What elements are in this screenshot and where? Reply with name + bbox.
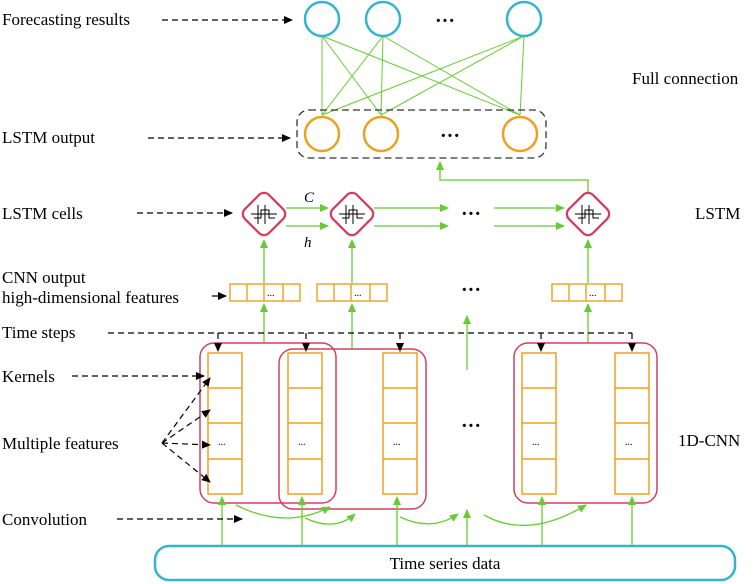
- feature-to-cell-arrows: [260, 239, 592, 283]
- kernel-ellipsis: ...: [625, 437, 633, 448]
- cnn-output-label: CNN output: [2, 268, 86, 287]
- kernel-ellipsis: ...: [298, 437, 306, 448]
- cnn-layer-label: 1D-CNN: [678, 431, 740, 450]
- lstm-output-node: [303, 115, 341, 153]
- lstm-output-label: LSTM output: [2, 128, 95, 147]
- time-steps-label: Time steps: [2, 323, 76, 342]
- feature-vector-ellipsis: ...: [354, 288, 362, 299]
- kernel-ellipsis: ...: [393, 437, 401, 448]
- output-ellipsis: ···: [435, 10, 455, 32]
- lstm-cell: [329, 191, 375, 237]
- lstm-cell-ellipsis: ···: [461, 203, 481, 225]
- multiple-features-label: Multiple features: [2, 434, 119, 453]
- feature-vector-ellipsis: ...: [267, 288, 275, 299]
- time-series-box: [153, 544, 737, 582]
- feature-vector: [551, 283, 623, 302]
- time-steps-arrows: [108, 332, 636, 352]
- full-connection-lines: [321, 35, 525, 116]
- lstm-output-ellipsis: ···: [440, 125, 460, 147]
- output-node: [505, 0, 543, 38]
- kernel-column: [521, 352, 557, 495]
- lstm-cells-label: LSTM cells: [2, 204, 83, 223]
- full-connection-label: Full connection: [632, 69, 739, 88]
- cnn-box: [199, 342, 337, 504]
- lstm-output-node: [501, 115, 539, 153]
- kernel-column: [382, 352, 418, 495]
- lstm-cell: [565, 191, 611, 237]
- kernels-label: Kernels: [2, 367, 55, 386]
- cnn-output-sublabel: high-dimensional features: [2, 288, 179, 307]
- output-node: [364, 0, 402, 38]
- lstm-output-box: [296, 109, 547, 159]
- hidden-state-label: h: [304, 235, 312, 251]
- feature-vector: [316, 283, 388, 302]
- feature-vector-ellipsis: ...: [589, 288, 597, 299]
- convolution-label: Convolution: [2, 510, 88, 529]
- cnn-ellipsis: ···: [461, 415, 481, 437]
- forecasting-results-label: Forecasting results: [2, 10, 130, 29]
- kernel-column: [207, 352, 243, 495]
- output-node: [303, 0, 341, 38]
- feature-vector: [229, 283, 301, 302]
- kernel-column: [614, 352, 650, 495]
- cnn-box: [513, 342, 658, 504]
- convolution-stride-arrows: [235, 504, 587, 526]
- time-series-label: Time series data: [390, 554, 501, 573]
- feature-vector-ellipsis-row: ···: [461, 279, 481, 301]
- cnn-box: [278, 348, 427, 510]
- cell-state-label: C: [304, 190, 315, 206]
- lstm-cell: [241, 191, 287, 237]
- kernel-ellipsis: ...: [532, 437, 540, 448]
- recurrent-arrows: [286, 204, 565, 230]
- data-to-kernel-arrows: [218, 496, 636, 545]
- cell-to-output-arrow: [436, 161, 589, 195]
- lstm-output-node: [362, 115, 400, 153]
- cnn-to-feature-arrows: [260, 303, 592, 370]
- kernel-ellipsis: ...: [218, 437, 226, 448]
- label-pointer-arrows: [72, 16, 293, 523]
- lstm-layer-label: LSTM: [695, 204, 740, 223]
- kernel-column: [287, 352, 323, 495]
